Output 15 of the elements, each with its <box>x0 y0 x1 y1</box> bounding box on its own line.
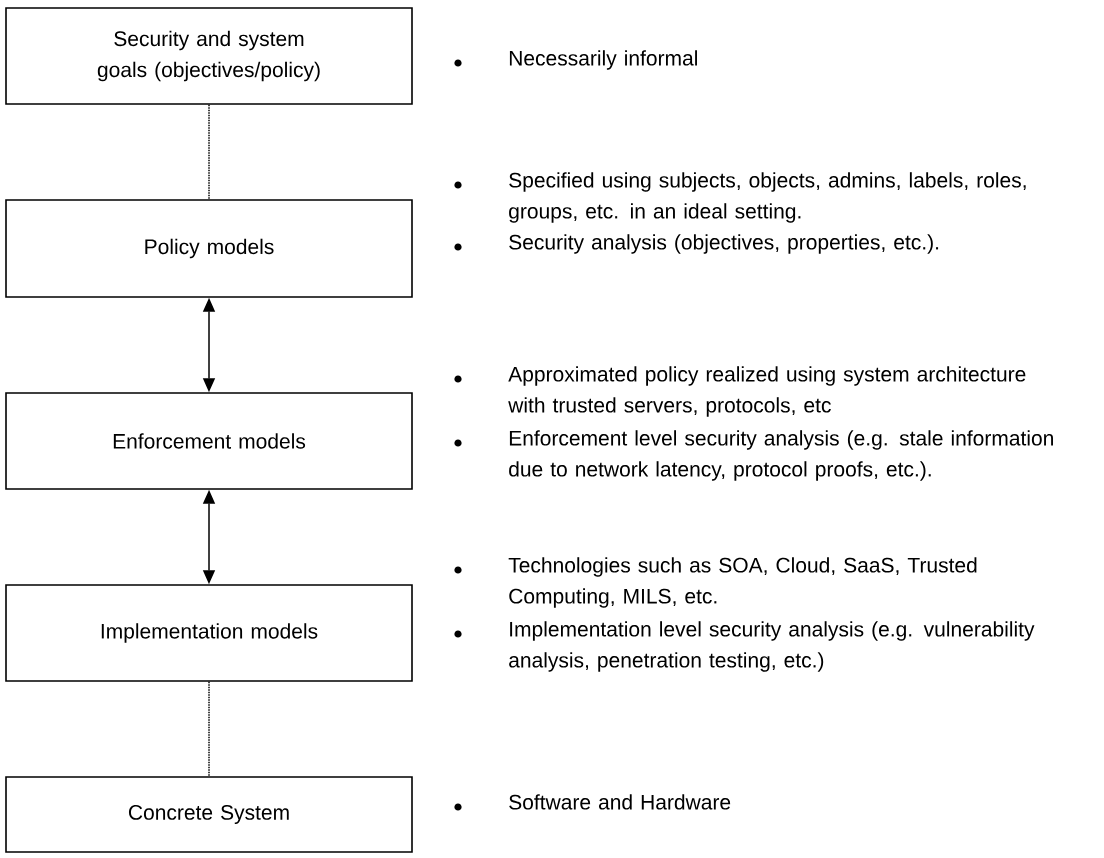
bullet-point: Specified using subjects, objects, admins, labels, roles, groups, etc. in an ideal setting. <box>454 172 1026 223</box>
bullet-point: Security analysis (objectives, properties, etc.). <box>454 234 939 254</box>
process-box: Implementation models <box>5 584 413 682</box>
dotted-line <box>208 104 210 200</box>
bullet-point: Technologies such as SOA, Cloud, SaaS, Trusted Computing, MILS, etc. <box>454 557 977 608</box>
bullet-point: Approximated policy realized using system architecture with trusted servers, protocols, etc <box>454 366 1026 417</box>
dotted-line <box>208 681 210 777</box>
process-box: Concrete System <box>5 776 413 853</box>
process-box: Policy models <box>5 199 413 298</box>
process-box: Security and system goals (objectives/policy) <box>5 7 413 105</box>
bullet-point: Implementation level security analysis (e.g. vulnerability analysis, penetration testing, etc.) <box>454 621 1035 672</box>
bullet-point: Necessarily informal <box>454 50 697 70</box>
process-box: Enforcement models <box>5 392 413 490</box>
bullet-point: Software and Hardware <box>454 794 731 811</box>
bullet-point: Enforcement level security analysis (e.g. stale information due to network latency, protocol proofs, etc.). <box>454 430 1053 481</box>
